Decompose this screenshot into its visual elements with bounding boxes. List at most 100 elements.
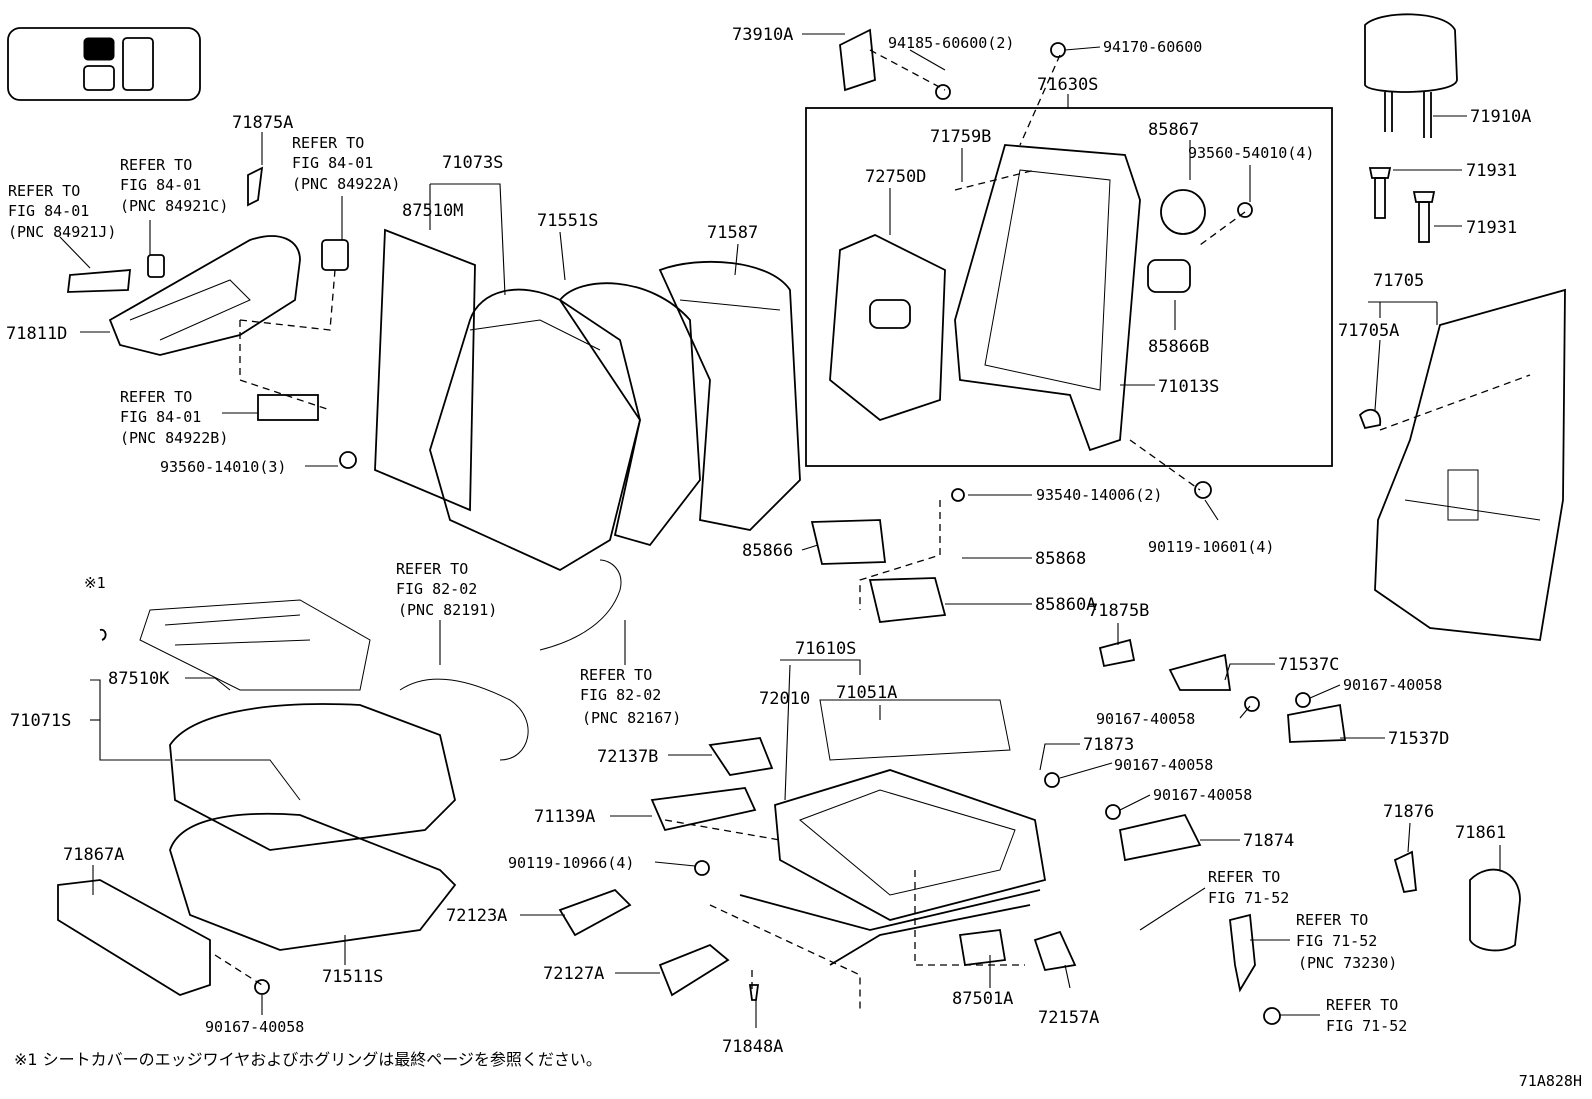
- refer-line: (PNC 84922A): [292, 175, 400, 193]
- refer-line: FIG 82-02: [396, 580, 477, 598]
- figure-code: 71A828H: [1518, 1072, 1582, 1090]
- label-72137B: 72137B: [597, 747, 658, 767]
- label-72157A: 72157A: [1038, 1008, 1099, 1028]
- label-73910A: 73910A: [732, 25, 793, 45]
- label-85867: 85867: [1148, 120, 1199, 140]
- refer-line: FIG 84-01: [120, 176, 201, 194]
- refer-line: FIG 84-01: [120, 408, 201, 426]
- frame-assembly-box: [805, 107, 1333, 467]
- label-87501A: 87501A: [952, 989, 1013, 1009]
- label-93560-54010: 93560-54010(4): [1188, 144, 1314, 162]
- refer-line: (PNC 84922B): [120, 429, 228, 447]
- label-71910A: 71910A: [1470, 107, 1531, 127]
- seatback-pad-drawing: [374, 228, 801, 572]
- refer-line: REFER TO: [1208, 868, 1280, 886]
- label-94170-60600: 94170-60600: [1103, 38, 1202, 56]
- refer-line: REFER TO: [1326, 996, 1398, 1014]
- label-90167-40058-b: 90167-40058: [1096, 710, 1195, 728]
- label-71876: 71876: [1383, 802, 1434, 822]
- seat-track-drawing: [739, 699, 1047, 966]
- part-labels: 73910A 94185-60600(2) 94170-60600 71630S…: [6, 25, 1531, 1057]
- label-93540-14006: 93540-14006(2): [1036, 486, 1162, 504]
- label-71874: 71874: [1243, 831, 1294, 851]
- label-71610S: 71610S: [795, 639, 856, 659]
- label-87510K: 87510K: [108, 669, 170, 689]
- label-72127A: 72127A: [543, 964, 604, 984]
- refer-line: REFER TO: [120, 156, 192, 174]
- label-71705A: 71705A: [1338, 321, 1399, 341]
- small-covers-drawing: [99, 42, 1521, 1025]
- label-71867A: 71867A: [63, 845, 124, 865]
- label-71875A: 71875A: [232, 113, 293, 133]
- label-71013S: 71013S: [1158, 377, 1219, 397]
- refer-line: FIG 84-01: [8, 202, 89, 220]
- label-71139A: 71139A: [534, 807, 595, 827]
- footnote: ※1 シートカバーのエッジワイヤおよびホグリングは最終ページを参照ください。: [14, 1050, 602, 1069]
- headrest-drawing: [1364, 13, 1458, 138]
- refer-line: FIG 84-01: [292, 154, 373, 172]
- label-90167-40058-d: 90167-40058: [1153, 786, 1252, 804]
- label-71848A: 71848A: [722, 1037, 783, 1057]
- label-85860A: 85860A: [1035, 595, 1096, 615]
- refer-line: REFER TO: [580, 666, 652, 684]
- label-90119-10966: 90119-10966(4): [508, 854, 634, 872]
- label-71071S: 71071S: [10, 711, 71, 731]
- refer-line: (PNC 84921C): [120, 197, 228, 215]
- seat-heater-mat-drawing: [139, 599, 371, 691]
- refer-line: FIG 71-52: [1208, 889, 1289, 907]
- label-71537D: 71537D: [1388, 729, 1449, 749]
- label-71073S: 71073S: [442, 153, 503, 173]
- label-71759B: 71759B: [930, 127, 991, 147]
- label-71630S: 71630S: [1037, 75, 1098, 95]
- label-71931-lower: 71931: [1466, 218, 1517, 238]
- label-72750D: 72750D: [865, 167, 926, 187]
- refer-line: (PNC 84921J): [8, 223, 116, 241]
- refer-line: FIG 71-52: [1326, 1017, 1407, 1035]
- label-71511S: 71511S: [322, 967, 383, 987]
- label-87510M: 87510M: [402, 201, 463, 221]
- refer-line: REFER TO: [396, 560, 468, 578]
- refer-line: REFER TO: [120, 388, 192, 406]
- label-72010: 72010: [759, 689, 810, 709]
- label-71875B: 71875B: [1088, 601, 1149, 621]
- label-85866B: 85866B: [1148, 337, 1209, 357]
- label-94185-60600: 94185-60600(2): [888, 34, 1014, 52]
- refer-line: FIG 82-02: [580, 686, 661, 704]
- seat-position-locator-icon: [7, 27, 201, 101]
- label-72123A: 72123A: [446, 906, 507, 926]
- dashed-guides: [214, 49, 1531, 1010]
- seatback-board-drawing: [1358, 288, 1566, 641]
- label-note-mark: ※1: [84, 574, 106, 592]
- label-71587: 71587: [707, 223, 758, 243]
- label-71551S: 71551S: [537, 211, 598, 231]
- label-71861: 71861: [1455, 823, 1506, 843]
- label-71705: 71705: [1373, 271, 1424, 291]
- seat-cushion-cover-drawing: [169, 703, 457, 951]
- side-shield-drawing: [66, 166, 357, 469]
- refer-line: REFER TO: [8, 182, 80, 200]
- label-71931-upper: 71931: [1466, 161, 1517, 181]
- label-85868: 85868: [1035, 549, 1086, 569]
- seatback-frame-drawing: [829, 28, 1253, 452]
- label-71811D: 71811D: [6, 324, 67, 344]
- refer-line: REFER TO: [1296, 911, 1368, 929]
- label-90119-10601: 90119-10601(4): [1148, 538, 1274, 556]
- label-90167-40058-c: 90167-40058: [1114, 756, 1213, 774]
- headrest-guide-drawing: [1368, 167, 1436, 243]
- label-71537C: 71537C: [1278, 655, 1339, 675]
- label-90167-40058-a: 90167-40058: [1343, 676, 1442, 694]
- leader-lines: [59, 33, 1501, 1028]
- label-71873: 71873: [1083, 735, 1134, 755]
- label-71051A: 71051A: [836, 683, 897, 703]
- wire-harness-drawing: [399, 559, 622, 761]
- cushion-shield-drawing: [57, 879, 211, 996]
- refer-line: (PNC 82191): [398, 601, 497, 619]
- label-93560-14010: 93560-14010(3): [160, 458, 286, 476]
- refer-line: (PNC 73230): [1298, 954, 1397, 972]
- label-90167-40058-e: 90167-40058: [205, 1018, 304, 1036]
- refer-line: (PNC 82167): [582, 709, 681, 727]
- refer-line: REFER TO: [292, 134, 364, 152]
- refer-line: FIG 71-52: [1296, 932, 1377, 950]
- refer-blocks: REFER TO FIG 84-01 (PNC 84921J) REFER TO…: [8, 134, 1407, 1035]
